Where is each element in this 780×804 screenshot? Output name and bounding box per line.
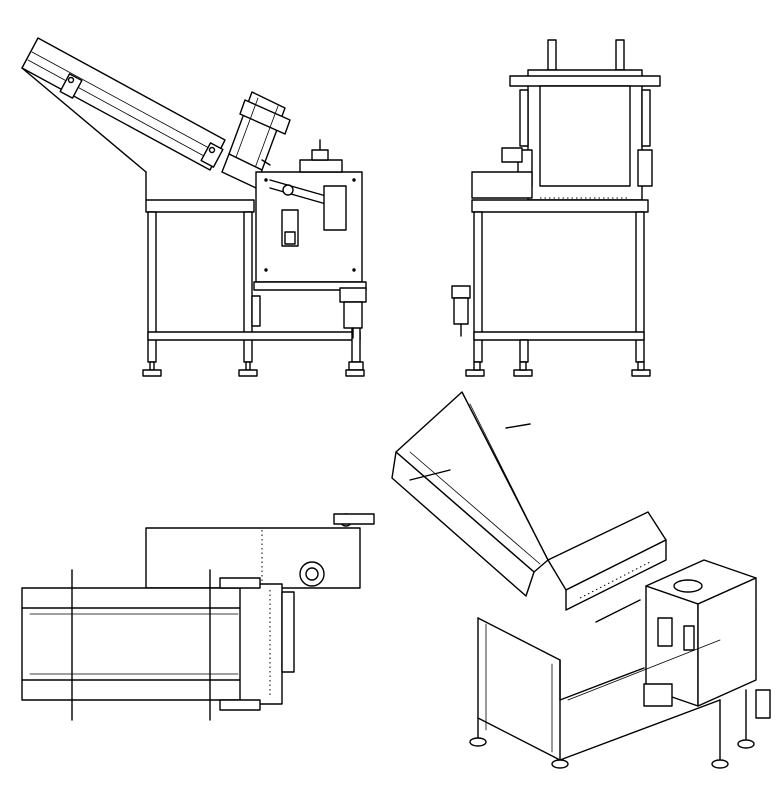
iso-frame — [469, 617, 755, 769]
control-box — [251, 139, 367, 377]
table-frame-front — [451, 171, 651, 377]
iso-control-box — [643, 559, 771, 719]
pusher-top — [239, 583, 283, 705]
inclined-chute — [21, 37, 226, 201]
iso-pusher — [547, 511, 667, 623]
front-view — [451, 39, 661, 377]
side-view — [21, 37, 367, 377]
hopper — [501, 39, 661, 201]
chute-bracket — [59, 73, 83, 99]
top-view — [21, 513, 375, 721]
table-frame — [142, 199, 361, 377]
control-box-top — [145, 527, 361, 589]
pusher-cylinder — [221, 91, 291, 189]
chute-top — [21, 587, 245, 701]
iso-chute — [391, 391, 549, 597]
isometric-view — [391, 391, 771, 769]
chute-bracket — [200, 142, 224, 168]
